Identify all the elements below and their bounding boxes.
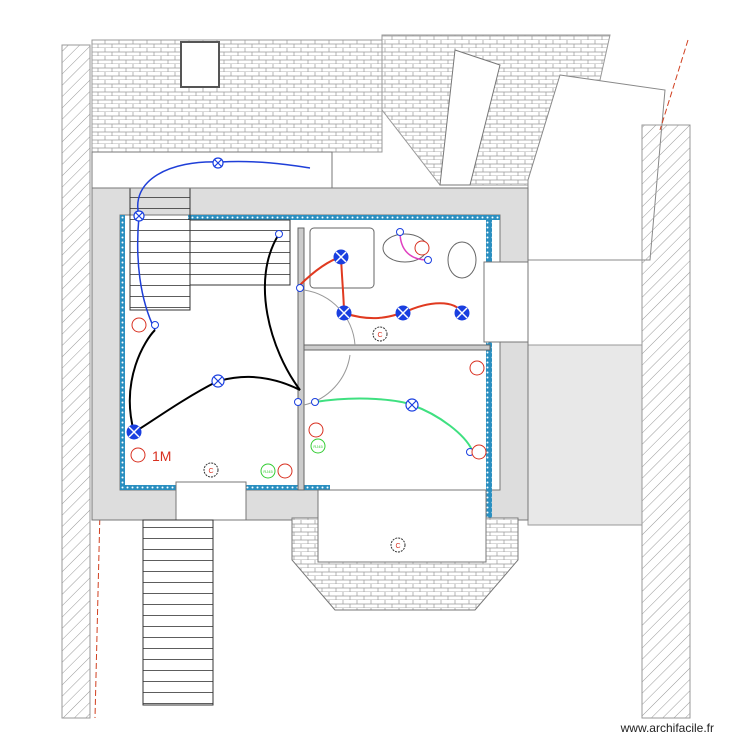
outlet-label: C bbox=[377, 332, 382, 339]
switch-icon bbox=[151, 228, 474, 456]
watermark: www.archifacile.fr bbox=[620, 721, 714, 735]
insulation-left bbox=[120, 215, 125, 490]
network-label: RJ45 bbox=[263, 469, 273, 474]
window-bottom-left bbox=[175, 481, 247, 521]
socket-icon bbox=[130, 240, 487, 479]
interior-stairs-lower bbox=[189, 219, 291, 286]
insulation-right bbox=[486, 220, 492, 520]
network-label: RJ45 bbox=[313, 444, 323, 449]
left-hatched-wall bbox=[61, 44, 91, 719]
exterior-stairs bbox=[142, 519, 214, 706]
door-right bbox=[483, 261, 529, 343]
network-socket-icon bbox=[260, 438, 326, 479]
right-roof-panel bbox=[527, 74, 666, 261]
ceiling-light-cross bbox=[128, 251, 468, 438]
right-hatched-wall bbox=[641, 124, 691, 719]
boundary-line bbox=[659, 39, 689, 131]
upper-landing bbox=[91, 151, 333, 189]
outlet-label: C bbox=[395, 543, 400, 550]
insulation-top bbox=[188, 215, 500, 220]
outlet-label: C bbox=[208, 468, 213, 475]
wire-pink bbox=[399, 231, 429, 261]
wall-light-icon bbox=[133, 157, 419, 412]
roof-tiles bbox=[91, 39, 383, 153]
partition-vertical bbox=[297, 227, 305, 491]
toilet bbox=[447, 241, 477, 279]
partition-horizontal bbox=[303, 344, 491, 351]
roof-window bbox=[439, 49, 501, 186]
right-stair-block bbox=[527, 344, 643, 526]
skylight bbox=[180, 41, 220, 88]
room-label: 1M bbox=[152, 448, 171, 464]
wire-green bbox=[314, 397, 473, 451]
ceiling-outlet-icon bbox=[203, 326, 406, 553]
boundary-line bbox=[94, 509, 101, 719]
